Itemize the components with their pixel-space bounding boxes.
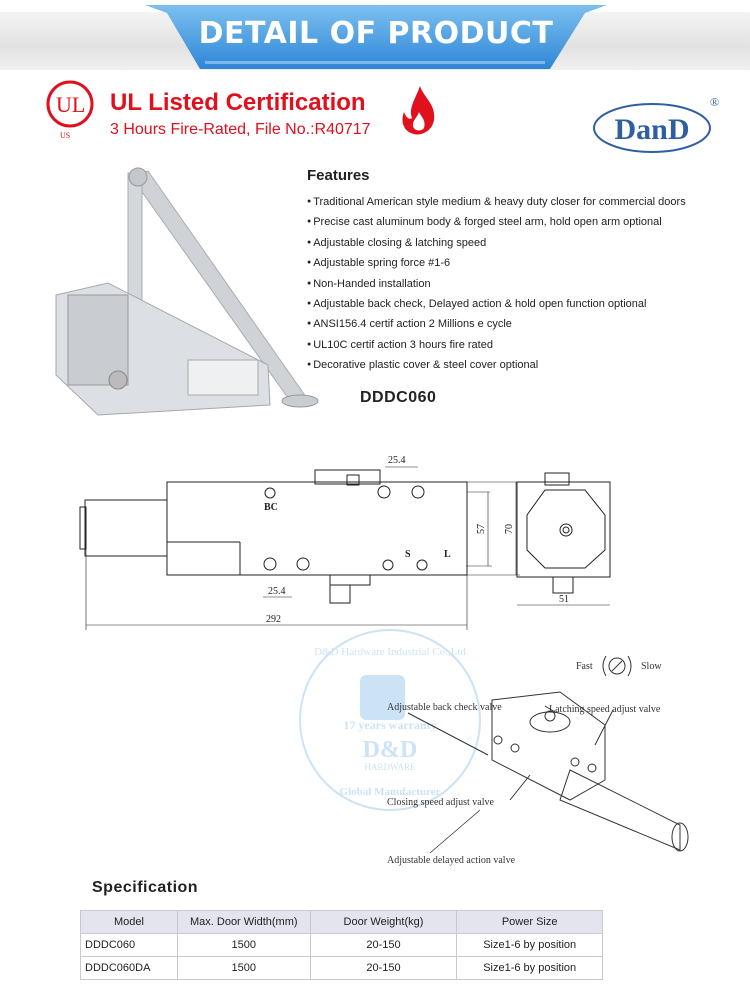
- specification-title: Specification: [92, 879, 199, 896]
- svg-text:25.4: 25.4: [388, 455, 406, 466]
- svg-text:Closing speed adjust valve: Closing speed adjust valve: [387, 797, 494, 808]
- svg-text:®: ®: [710, 95, 719, 109]
- ul-logo: UL US: [46, 80, 94, 140]
- svg-text:BC: BC: [264, 502, 278, 513]
- cell-power: Size1-6 by position: [456, 956, 603, 980]
- svg-text:Latching speed adjust valve: Latching speed adjust valve: [549, 704, 661, 715]
- svg-text:HARDWARE: HARDWARE: [365, 762, 417, 772]
- table-row: DDDC060 1500 20-150 Size1-6 by position: [80, 933, 603, 957]
- feature-item: Adjustable back check, Delayed action & …: [307, 294, 686, 314]
- brand-logo: DanD ®: [593, 95, 719, 153]
- valve-diagram: Fast Slow Adjustable back check valve La…: [387, 655, 689, 866]
- cell-weight: 20-150: [309, 933, 458, 957]
- svg-text:Adjustable back check valve: Adjustable back check valve: [387, 702, 502, 713]
- feature-item: Precise cast aluminum body & forged stee…: [307, 212, 686, 232]
- banner-ribbon: [145, 5, 607, 69]
- svg-text:DanD: DanD: [614, 113, 689, 146]
- feature-item: Non-Handed installation: [307, 274, 686, 294]
- feature-item: Decorative plastic cover & steel cover o…: [307, 355, 686, 375]
- cell-width: 1500: [176, 956, 311, 980]
- svg-text:Slow: Slow: [641, 661, 662, 672]
- svg-text:US: US: [60, 131, 70, 140]
- svg-text:D&D: D&D: [363, 737, 418, 763]
- watermark: 17 years warranty D&D HARDWARE D&D Hardw…: [299, 629, 481, 811]
- table-row: DDDC060DA 1500 20-150 Size1-6 by positio…: [80, 956, 603, 980]
- technical-drawing: 25.4 25.4 292 57 70 51 BC S L: [79, 455, 611, 630]
- certification-subtitle: 3 Hours Fire-Rated, File No.:R40717: [110, 121, 371, 138]
- certification-title: UL Listed Certification: [110, 89, 366, 116]
- svg-text:S: S: [405, 549, 411, 560]
- model-name: DDDC060: [360, 389, 437, 406]
- feature-item: ANSI156.4 certif action 2 Millions e cyc…: [307, 314, 686, 334]
- cell-weight: 20-150: [309, 956, 458, 980]
- cell-model: DDDC060DA: [80, 956, 178, 980]
- svg-text:25.4: 25.4: [268, 586, 286, 597]
- cell-model: DDDC060: [80, 933, 178, 957]
- cell-width: 1500: [176, 933, 311, 957]
- cell-power: Size1-6 by position: [456, 933, 603, 957]
- svg-text:17 years warranty: 17 years warranty: [343, 718, 436, 732]
- header-width: Max. Door Width(mm): [176, 910, 311, 934]
- header-weight: Door Weight(kg): [309, 910, 458, 934]
- svg-text:51: 51: [559, 594, 569, 605]
- svg-text:Adjustable delayed action valv: Adjustable delayed action valve: [387, 855, 516, 866]
- feature-item: Traditional American style medium & heav…: [307, 192, 686, 212]
- svg-text:70: 70: [504, 524, 515, 534]
- header-power: Power Size: [456, 910, 603, 934]
- svg-text:D&D Hardware Industrial Co.,Lt: D&D Hardware Industrial Co.,Ltd: [314, 646, 466, 658]
- specification-table: Model Max. Door Width(mm) Door Weight(kg…: [80, 910, 603, 980]
- product-photo: [55, 167, 319, 416]
- feature-item: UL10C certif action 3 hours fire rated: [307, 335, 686, 355]
- features-title: Features: [307, 167, 370, 184]
- svg-text:Fast: Fast: [576, 661, 593, 672]
- table-header-row: Model Max. Door Width(mm) Door Weight(kg…: [80, 910, 603, 934]
- svg-text:57: 57: [476, 524, 487, 534]
- feature-item: Adjustable closing & latching speed: [307, 233, 686, 253]
- svg-text:L: L: [444, 549, 451, 560]
- flame-icon: [402, 86, 435, 135]
- banner-title: DETAIL OF PRODUCT: [198, 16, 554, 51]
- header-model: Model: [80, 910, 178, 934]
- svg-text:Global Manufacturer: Global Manufacturer: [340, 786, 441, 798]
- svg-text:292: 292: [266, 614, 281, 625]
- svg-text:UL: UL: [56, 92, 85, 117]
- feature-item: Adjustable spring force #1-6: [307, 253, 686, 273]
- features-list: Traditional American style medium & heav…: [307, 192, 686, 376]
